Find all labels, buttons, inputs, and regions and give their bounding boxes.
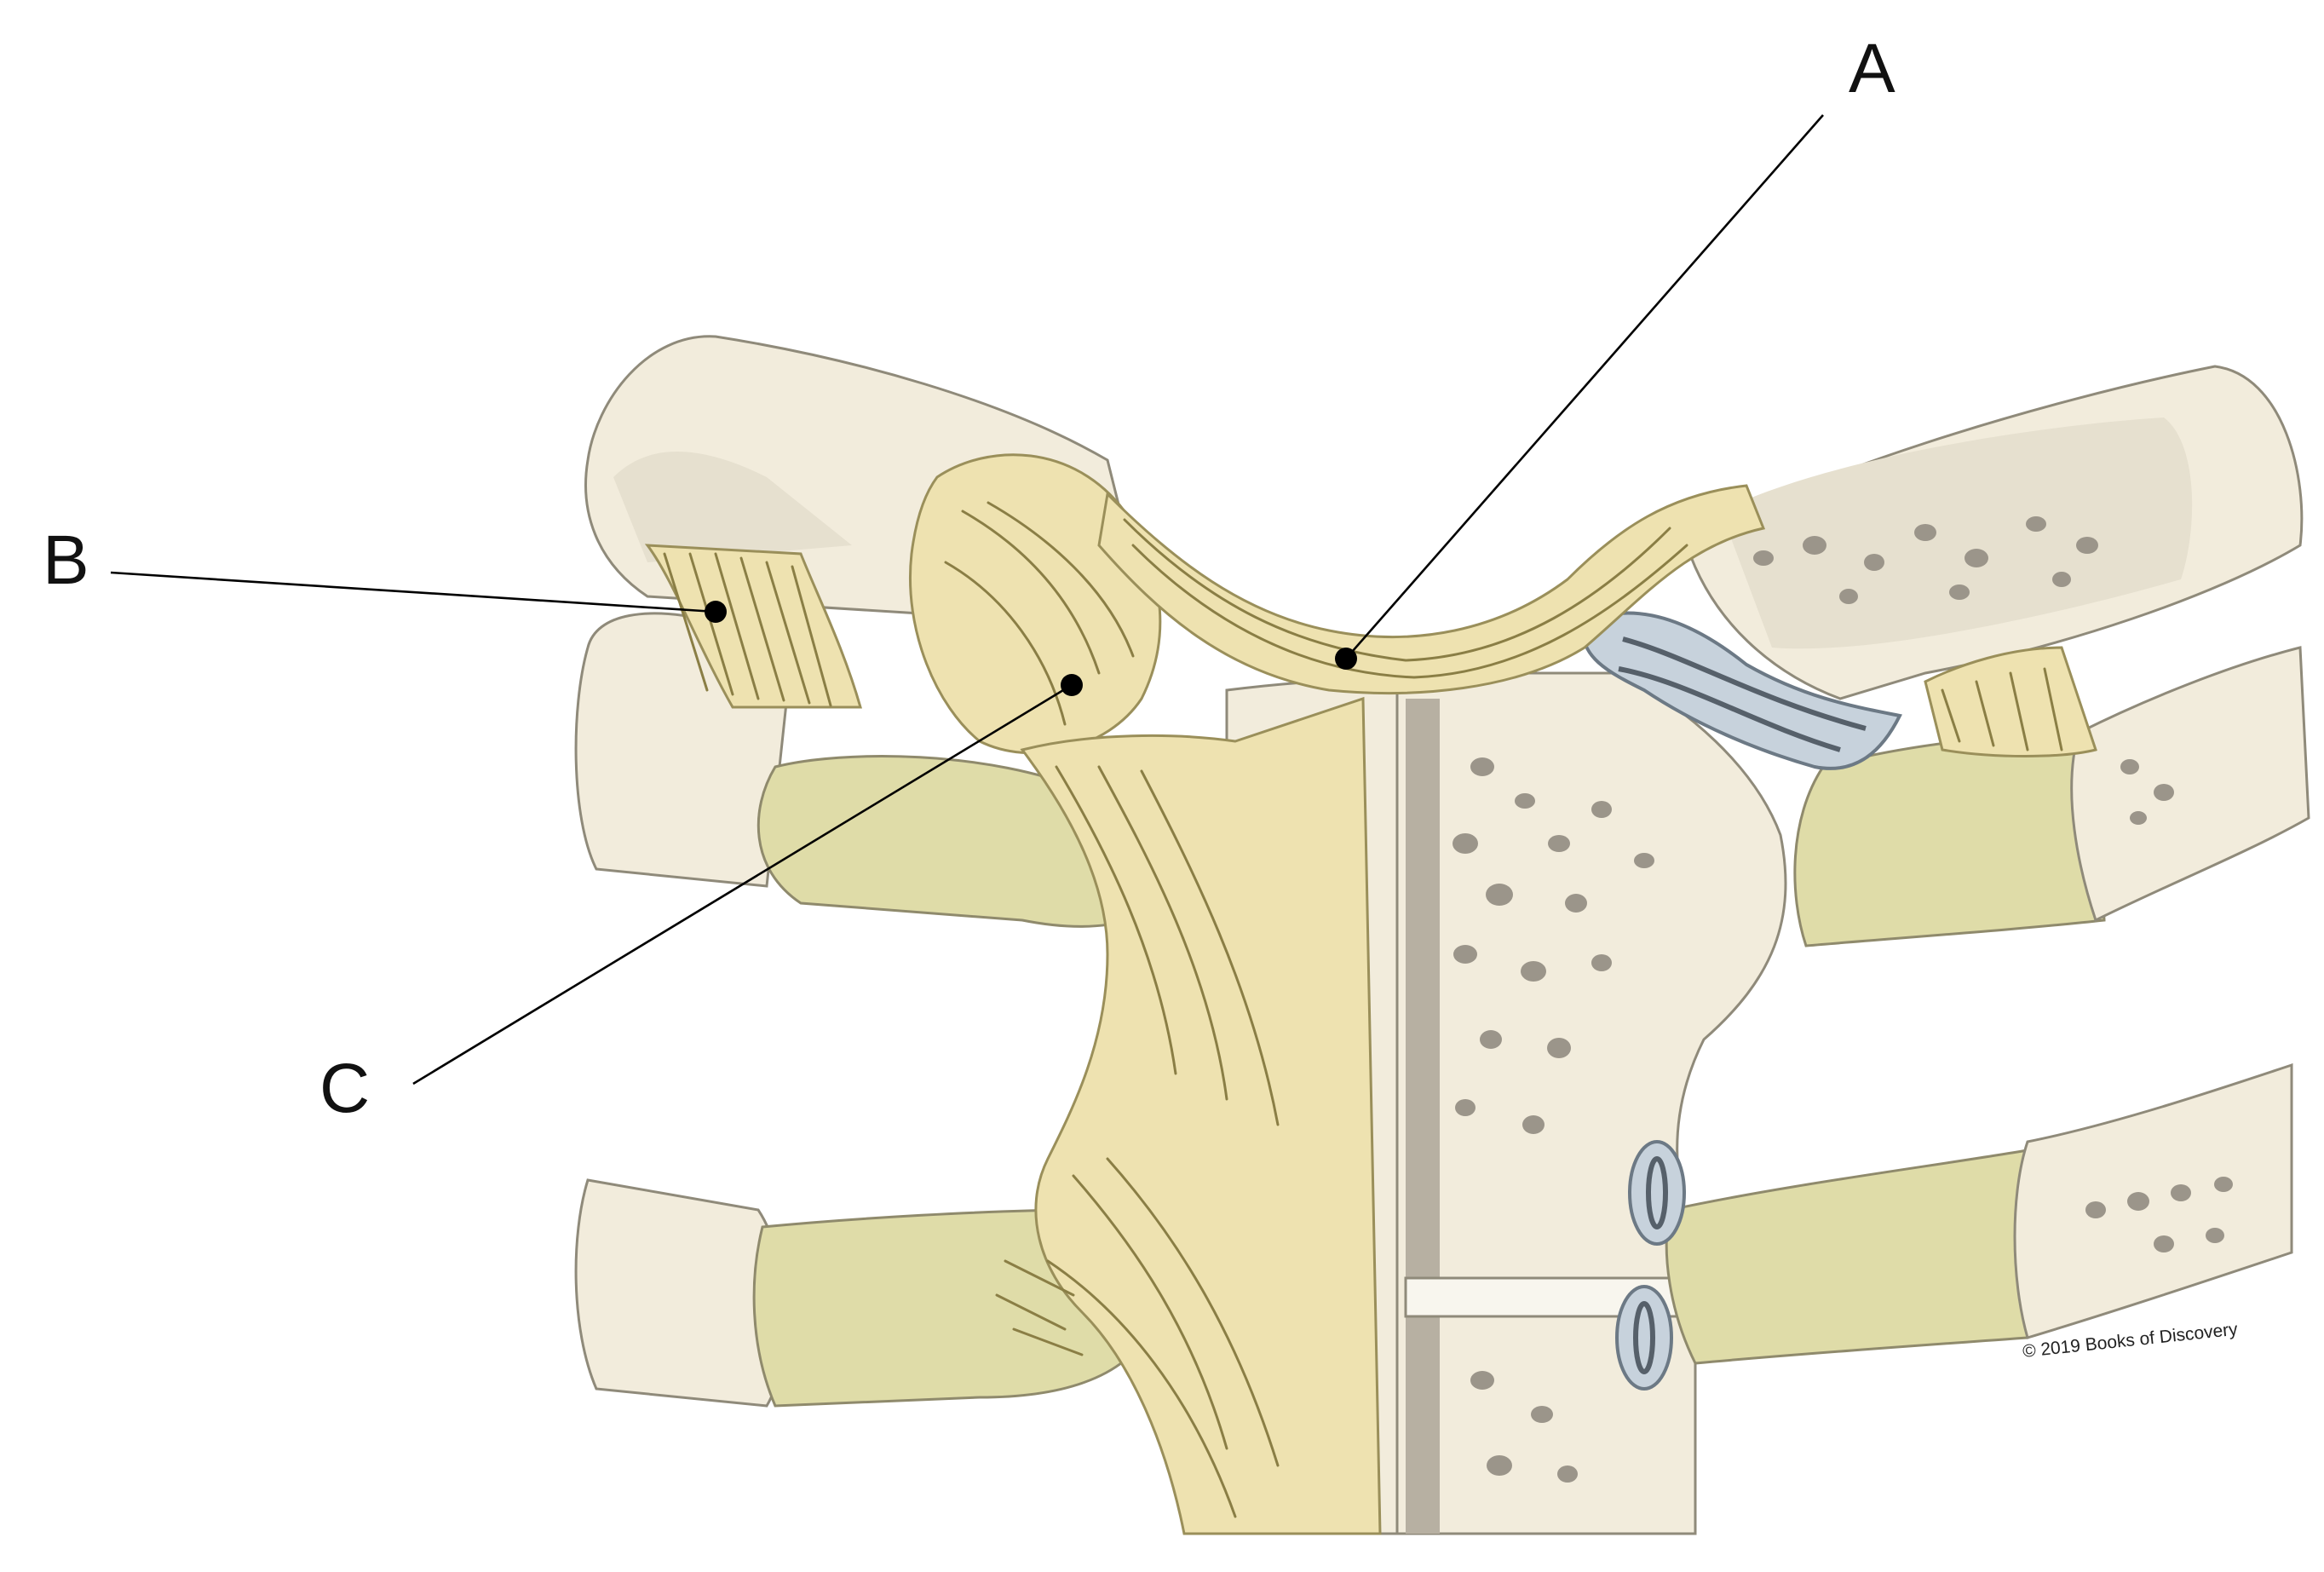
right-second-costal-cartilage xyxy=(1665,1149,2029,1365)
costoclavicular-ligament xyxy=(644,544,862,709)
label-b: B xyxy=(43,521,89,599)
leader-a xyxy=(1335,114,1824,670)
leader-b-dot xyxy=(705,601,727,623)
label-a: A xyxy=(1849,30,1895,107)
label-c: C xyxy=(319,1050,370,1127)
right-second-rib xyxy=(2013,1062,2293,1339)
leader-c xyxy=(412,674,1083,1085)
cancellous-texture-manubrium xyxy=(1452,757,1654,1483)
leader-b xyxy=(110,571,727,623)
interclavicular-ligament xyxy=(1097,484,1766,694)
leader-a-dot xyxy=(1335,648,1357,670)
manubrium-sectioned xyxy=(1395,671,1787,1535)
costal-synovial-disc-lower xyxy=(1615,1285,1673,1391)
costosternal-radiate-ligament xyxy=(995,696,1382,1535)
sternoclavicular-articular-disc xyxy=(1581,611,1902,770)
cancellous-texture-ribs xyxy=(2085,759,2233,1252)
costal-synovial-disc-upper xyxy=(1628,1140,1686,1246)
right-costoclavicular-fibers xyxy=(1924,646,2097,757)
right-first-rib xyxy=(2070,646,2310,923)
leader-c-dot xyxy=(1061,674,1083,696)
cancellous-texture-clavicle xyxy=(1753,516,2098,604)
anterior-sternoclavicular-ligament xyxy=(909,453,1162,755)
right-clavicle-sectioned xyxy=(1685,365,2304,700)
